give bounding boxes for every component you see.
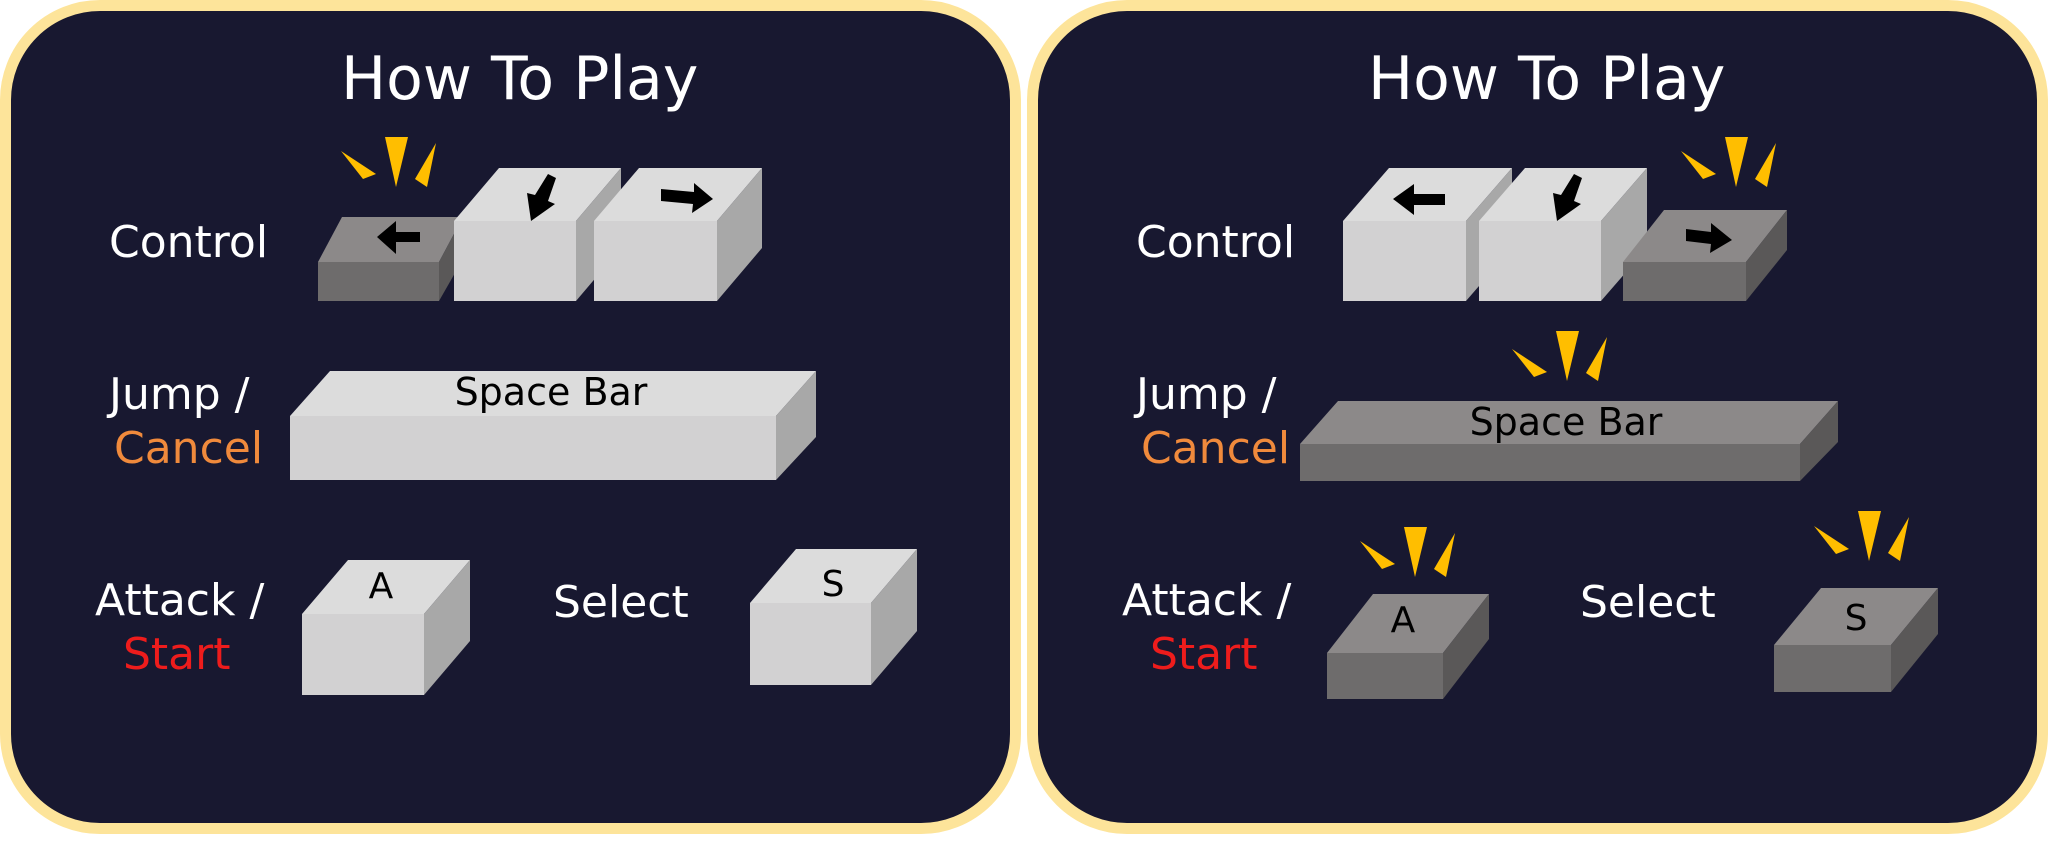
highlight-burst-icon — [1512, 331, 1607, 381]
space-bar-key — [290, 371, 816, 480]
control-label: Control — [1136, 217, 1296, 268]
s-key-label: S — [821, 564, 845, 605]
highlight-burst-icon — [1814, 511, 1909, 561]
jump-label: Jump / — [109, 369, 250, 420]
panel-title: How To Play — [341, 44, 699, 114]
right-arrow-key — [594, 168, 762, 301]
panel-title: How To Play — [1368, 44, 1726, 114]
down-arrow-key — [1479, 168, 1647, 301]
down-arrow-icon — [1553, 174, 1582, 221]
attack-label: Attack / — [1122, 575, 1292, 626]
cancel-label: Cancel — [114, 423, 264, 474]
s-key — [750, 549, 917, 685]
a-key-label: A — [1390, 600, 1416, 641]
space-bar-key — [1300, 331, 1838, 481]
space-bar-label: Space Bar — [1469, 400, 1663, 444]
a-key — [1327, 527, 1489, 699]
how-to-play-panel-left: How To Play Control Jump / Cancel Attack… — [0, 0, 1021, 834]
s-key-label: S — [1844, 598, 1868, 639]
left-arrow-icon — [377, 221, 420, 254]
left-arrow-key — [318, 137, 463, 301]
highlight-burst-icon — [1360, 527, 1455, 577]
space-bar-label: Space Bar — [454, 370, 648, 414]
s-key — [1774, 511, 1938, 692]
cancel-label: Cancel — [1141, 423, 1291, 474]
select-label: Select — [1580, 577, 1716, 628]
right-arrow-key — [1623, 137, 1787, 301]
right-arrow-icon — [1686, 223, 1732, 253]
highlight-burst-icon — [1681, 137, 1776, 187]
right-arrow-icon — [661, 183, 713, 213]
attack-label: Attack / — [95, 575, 265, 626]
start-label: Start — [1150, 629, 1258, 680]
highlight-burst-icon — [341, 137, 436, 187]
keyboard-illustration — [1300, 137, 1938, 699]
a-key — [302, 560, 470, 695]
control-label: Control — [109, 217, 269, 268]
select-label: Select — [553, 577, 689, 628]
down-arrow-icon — [527, 174, 556, 221]
start-label: Start — [123, 629, 231, 680]
how-to-play-panel-right: How To Play Control Jump / Cancel Attack… — [1027, 0, 2048, 834]
jump-label: Jump / — [1136, 369, 1277, 420]
a-key-label: A — [368, 566, 394, 607]
left-arrow-icon — [1393, 184, 1445, 215]
keyboard-illustration — [290, 137, 917, 695]
